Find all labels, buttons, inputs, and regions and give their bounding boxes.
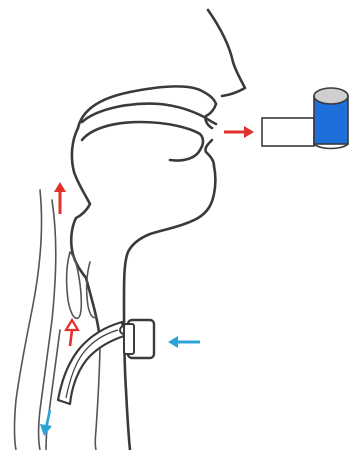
chin-neck-outline [124, 166, 216, 450]
pharynx-posterior-wall [71, 128, 100, 340]
arrow-head-icon [66, 320, 78, 330]
airflow-up-arrow [54, 182, 66, 214]
epiglottis-outline [67, 252, 82, 318]
valve-cylinder-top [314, 88, 348, 104]
arrow-head-icon [244, 126, 254, 138]
tongue-outline [82, 122, 203, 161]
arrow-head-icon [54, 182, 66, 192]
airflow-out-arrow [224, 126, 254, 138]
head-back-outline [15, 190, 42, 450]
arrow-icon [70, 330, 72, 346]
nose-outline [208, 10, 245, 96]
lower-lip-outline [205, 140, 214, 166]
valve-mouthpiece [262, 118, 314, 146]
airflow-down-arrow [40, 410, 52, 436]
airflow-trachea-up-arrow [66, 320, 78, 346]
speaking-valve-cap [124, 324, 134, 354]
arrow-head-icon [168, 336, 178, 348]
trachea-wall-right [95, 340, 100, 450]
airflow-in-arrow [168, 336, 200, 348]
speaking-valve-device [262, 88, 348, 149]
